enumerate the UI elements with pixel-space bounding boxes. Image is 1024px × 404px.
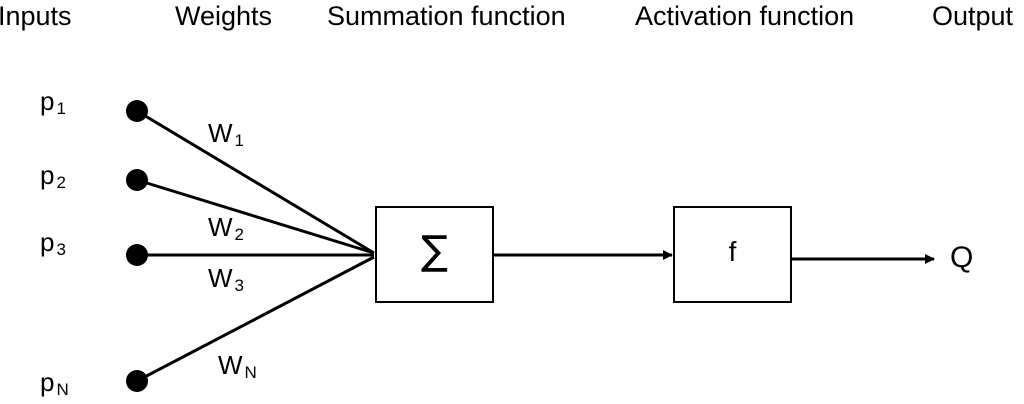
header-inputs: Inputs xyxy=(0,1,72,31)
activation-symbol: f xyxy=(728,236,737,267)
summation-symbol: ∑ xyxy=(421,228,448,274)
weight-line-n xyxy=(136,255,375,383)
weight-line-2 xyxy=(136,178,375,255)
output-label: Q xyxy=(950,241,974,274)
header-weights: Weights xyxy=(175,1,273,31)
header-activation: Activation function xyxy=(635,1,855,31)
activation-box xyxy=(673,206,792,303)
summation-box xyxy=(375,206,494,303)
header-summation: Summation function xyxy=(327,1,566,31)
weight-line-1 xyxy=(136,109,375,255)
header-output: Output xyxy=(932,1,1014,31)
